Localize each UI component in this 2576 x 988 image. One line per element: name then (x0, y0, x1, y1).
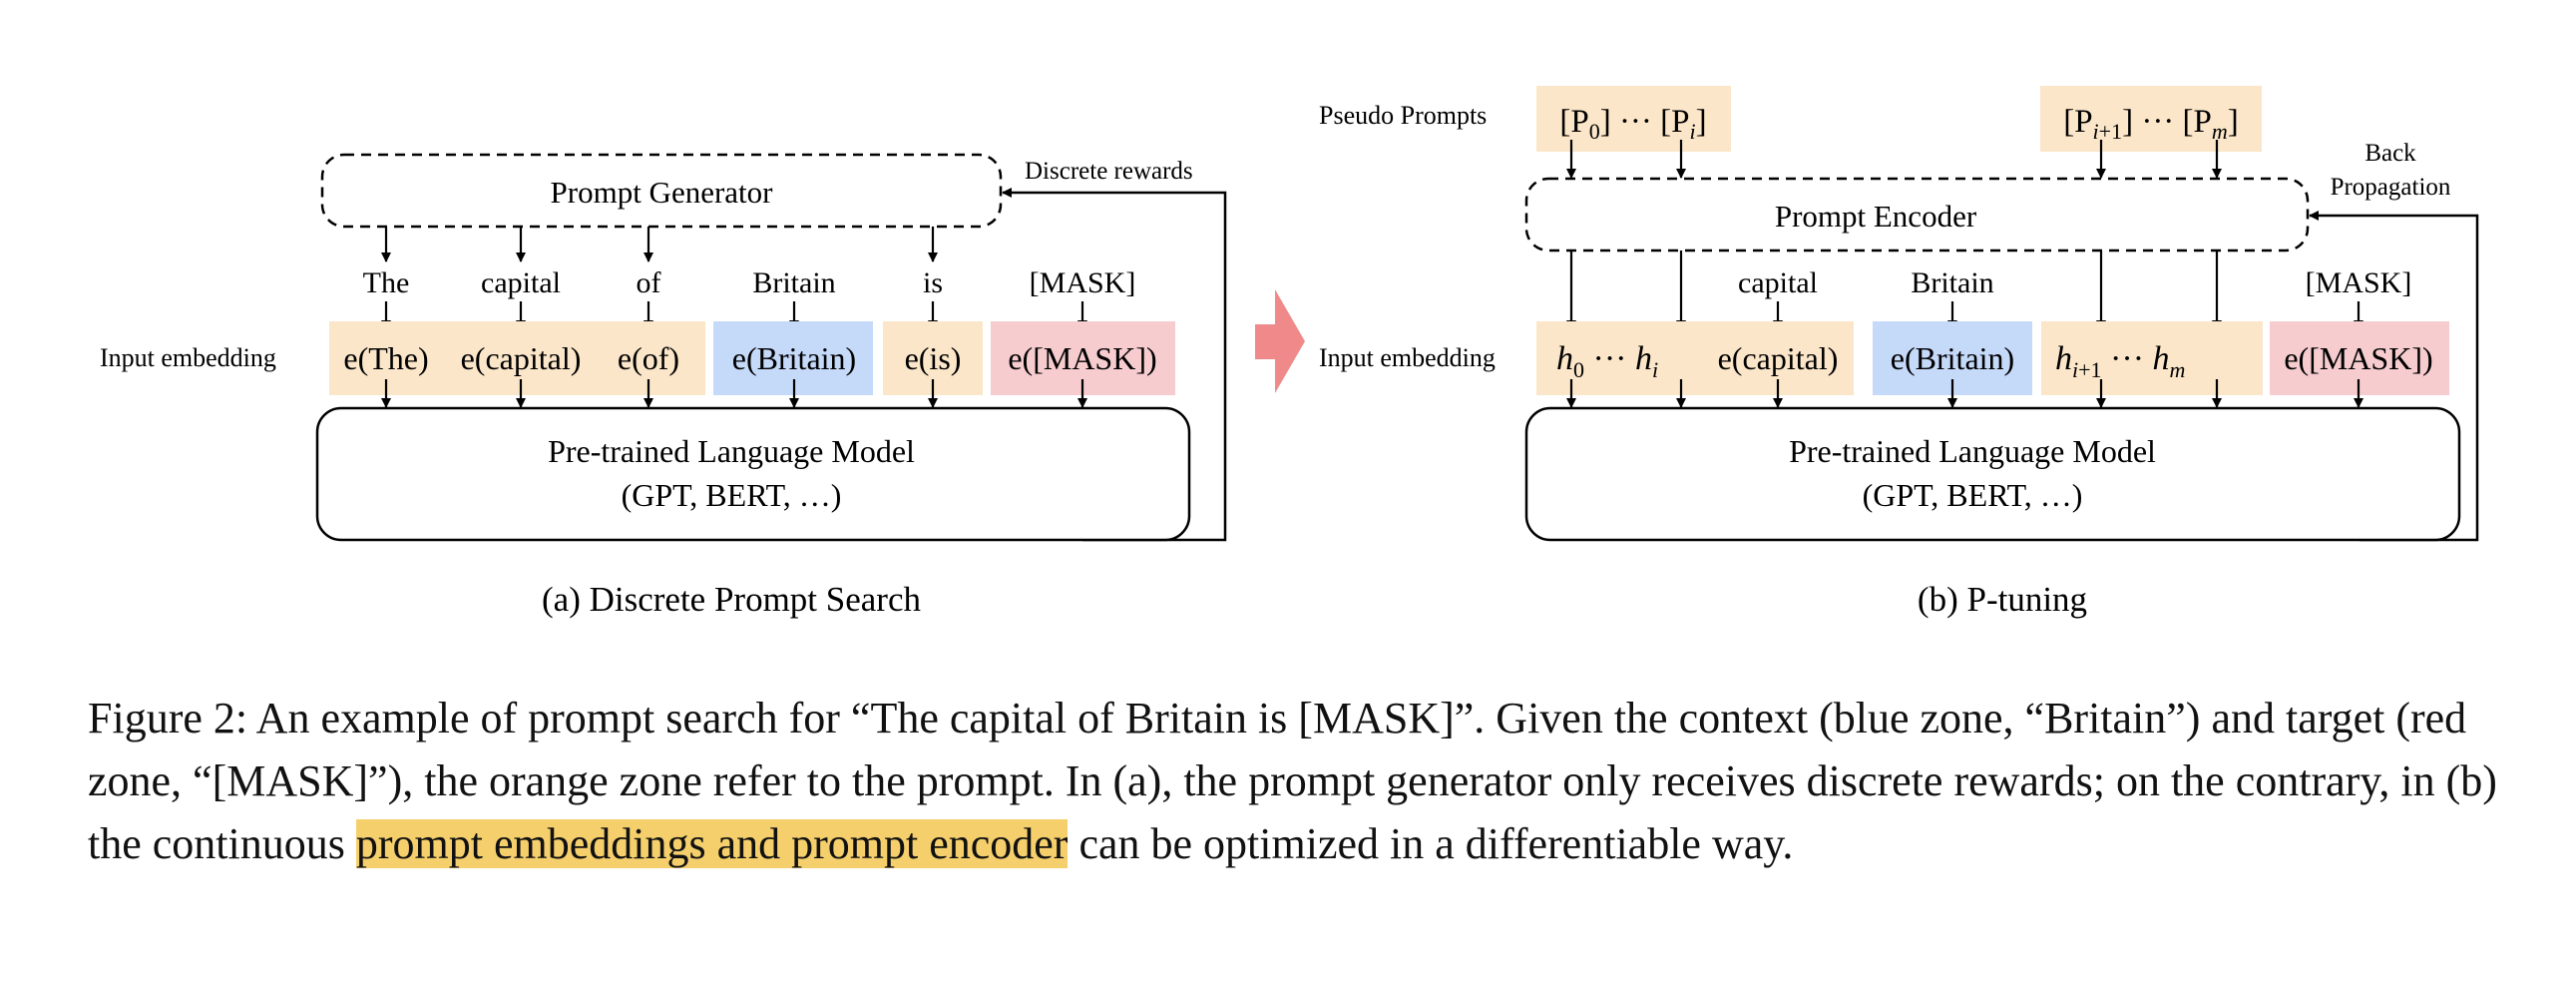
token-of: of (637, 266, 661, 299)
language-model-subtitle-right: (GPT, BERT, …) (1863, 477, 2083, 513)
input-embedding-label-right: Input embedding (1319, 343, 1496, 372)
prompt-generator-box (320, 153, 1003, 229)
caption-text-part1: Figure 2: An example of prompt search fo… (88, 694, 2497, 868)
input-embedding-label-left: Input embedding (100, 343, 276, 372)
subfigure-caption-b: (b) P-tuning (1918, 580, 2087, 619)
back-propagation-label-1: Back (2364, 140, 2416, 167)
prompt-encoder-label: Prompt Encoder (1775, 199, 1977, 234)
figure-caption: Figure 2: An example of prompt search fo… (88, 687, 2522, 875)
pseudo-prompt-box-2 (2040, 86, 2262, 152)
discrete-rewards-label: Discrete rewards (1025, 158, 1193, 185)
pseudo-prompt-text-2: [Pi+1] ··· [Pm] (2063, 104, 2239, 144)
token-is: is (923, 266, 943, 299)
caption-text-part2: can be optimized in a differentiable way… (1068, 819, 1794, 868)
embedding-zone-prompt-1 (329, 321, 705, 395)
language-model-box-left (315, 406, 1191, 542)
token-mask: [MASK] (1030, 266, 1136, 299)
back-propagation-label-2: Propagation (2331, 174, 2451, 201)
transition-arrow-icon (1255, 289, 1305, 393)
language-model-box-right (1524, 406, 2461, 542)
pseudo-prompt-box-1 (1536, 86, 1731, 152)
embedding-e-capital: e(capital) (461, 340, 582, 376)
language-model-subtitle-left: (GPT, BERT, …) (622, 477, 842, 513)
token-mask-right: [MASK] (2306, 266, 2412, 299)
right-panel-p-tuning: Pseudo Prompts [P0] ··· [Pi] [Pi+1] ··· … (1319, 86, 2479, 619)
prompt-encoder-box (1524, 177, 2310, 252)
left-panel-discrete-prompt-search: Prompt Generator Discrete rewards The ca… (100, 153, 1227, 619)
embedding-h0-hi: h0 ··· hi (1556, 340, 1658, 382)
embedding-e-the: e(The) (343, 340, 428, 376)
embedding-e-britain: e(Britain) (732, 340, 856, 376)
embedding-e-capital-right: e(capital) (1718, 340, 1839, 376)
embedding-e-mask-right: e([MASK]) (2284, 340, 2432, 376)
embedding-zone-prompt-right-2 (2041, 321, 2263, 395)
token-capital: capital (481, 266, 561, 299)
token-britain: Britain (752, 266, 835, 299)
pseudo-prompts-label: Pseudo Prompts (1319, 101, 1487, 130)
embedding-zone-prompt-right (1536, 321, 1854, 395)
language-model-title-right: Pre-trained Language Model (1789, 433, 2156, 469)
caption-highlight: prompt embeddings and prompt encoder (355, 819, 1069, 868)
pseudo-prompt-text-1: [P0] ··· [Pi] (1559, 104, 1706, 144)
embedding-e-mask: e([MASK]) (1008, 340, 1156, 376)
prompt-generator-label: Prompt Generator (551, 175, 774, 210)
embedding-e-is: e(is) (905, 340, 962, 376)
embedding-hi1-hm: hi+1 ··· hm (2055, 340, 2185, 382)
embedding-e-of: e(of) (618, 340, 679, 376)
embedding-e-britain-right: e(Britain) (1891, 340, 2014, 376)
token-britain-right: Britain (1911, 266, 1993, 299)
token-the: The (363, 266, 410, 299)
subfigure-caption-a: (a) Discrete Prompt Search (542, 580, 921, 619)
language-model-title-left: Pre-trained Language Model (548, 433, 915, 469)
token-capital-right: capital (1738, 266, 1818, 299)
